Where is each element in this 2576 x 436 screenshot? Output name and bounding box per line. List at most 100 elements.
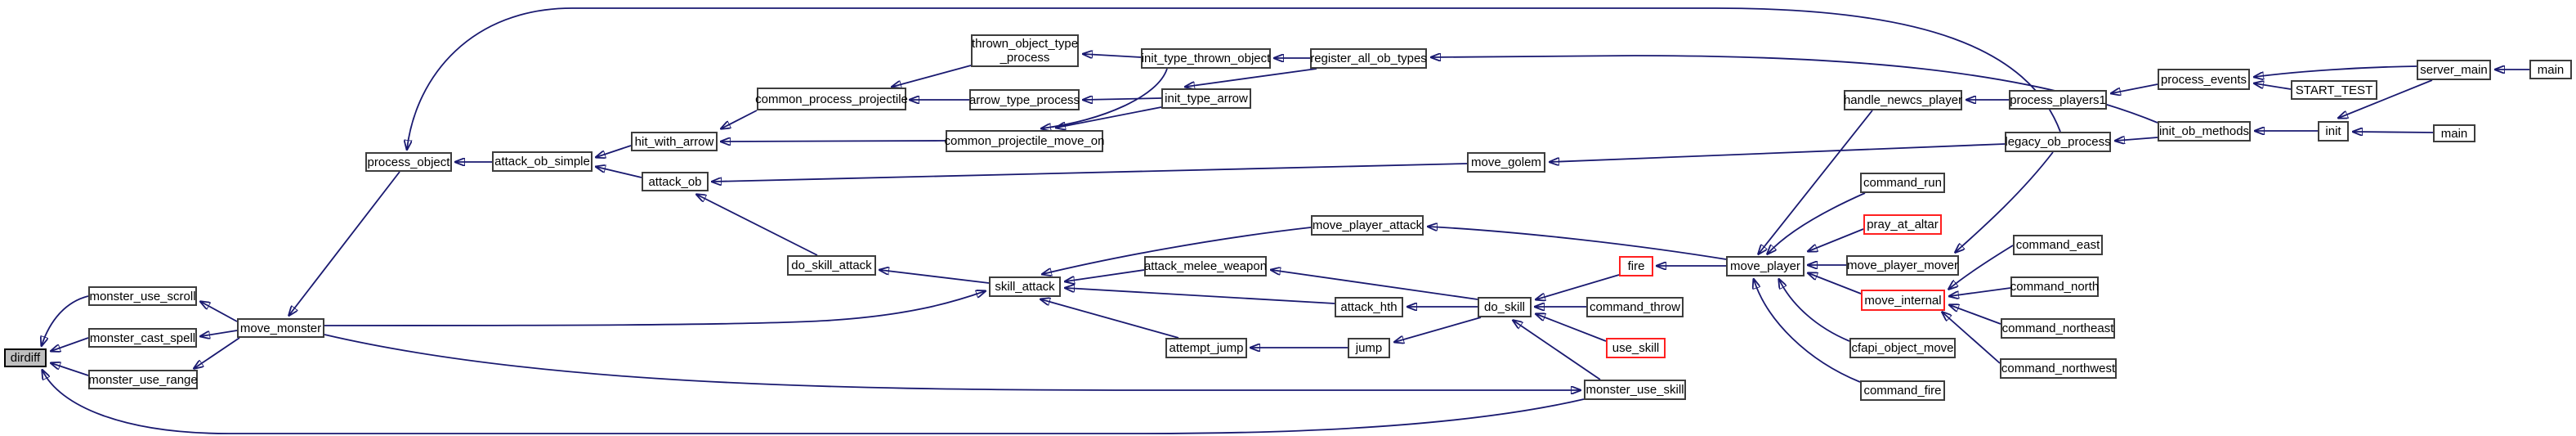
node-move_player_mover[interactable]: move_player_mover [1846,255,1959,276]
node-arrow_type_process[interactable]: arrow_type_process [969,89,1080,110]
edge-handle_newcs_player-move_player [1759,110,1873,254]
node-move_monster[interactable]: move_monster [237,318,324,338]
edge-process_object-move_monster [289,171,400,315]
node-command_throw[interactable]: command_throw [1586,297,1684,317]
node-hit_with_arrow[interactable]: hit_with_arrow [631,132,718,151]
edge-server_main-process_events [2255,65,2417,77]
node-init_ob_methods[interactable]: init_ob_methods [2158,121,2251,142]
edge-move_monster-monster_use_range [195,337,240,368]
node-START_TEST[interactable]: START_TEST [2291,80,2377,100]
node-common_process_projectile[interactable]: common_process_projectile [755,88,908,110]
edge-command_northwest-move_internal [1943,312,2001,364]
node-pray_at_altar[interactable]: pray_at_altar [1863,214,1942,235]
edge-common_projectile_move_on-hit_with_arrow [722,141,946,142]
node-do_skill[interactable]: do_skill [1478,297,1532,317]
edge-process_events-process_players1 [2112,83,2158,93]
edge-command_northeast-move_internal [1950,305,2001,325]
edge-move_monster-skill_attack [324,291,985,326]
node-server_main[interactable]: server_main [2417,60,2491,80]
edge-move_player_attack-skill_attack [1043,227,1312,274]
node-main-1[interactable]: main [2529,60,2572,79]
node-attempt_jump[interactable]: attempt_jump [1165,338,1247,358]
edge-command_fire-move_player [1754,280,1861,383]
node-command_north[interactable]: command_north [2010,276,2099,297]
edge-do_skill-jump [1395,317,1482,342]
edge-attack_ob-attack_ob_simple [597,167,642,178]
edge-init_ob_methods-legacy_ob_process [2116,137,2158,141]
edge-init_type_arrow-common_projectile_move_on [1057,106,1162,128]
edge-monster_use_scroll-dirdiff [42,295,89,345]
edge-command_east-move_internal [1949,245,2014,289]
node-legacy_ob_process[interactable]: legacy_ob_process [2005,132,2111,152]
edge-move_monster-monster_use_scroll [201,302,238,322]
node-move_player[interactable]: move_player [1726,256,1805,276]
edge-command_north-move_internal [1950,287,2011,296]
edge-common_process_projectile-hit_with_arrow [722,110,758,128]
node-move_player_attack[interactable]: move_player_attack [1311,215,1424,236]
edge-move_golem-attack_ob [713,163,1468,182]
node-jump[interactable]: jump [1348,338,1390,358]
node-init[interactable]: init [2318,121,2349,142]
node-command_fire[interactable]: command_fire [1860,380,1945,401]
node-monster_use_scroll[interactable]: monster_use_scroll [88,286,197,306]
edge-use_skill-do_skill [1536,314,1607,342]
node-command_run[interactable]: command_run [1860,173,1945,193]
node-init_type_thrown_object[interactable]: init_type_thrown_object [1141,48,1271,69]
edge-command_run-move_player [1768,192,1866,254]
edge-monster_use_skill-dirdiff [42,371,1585,434]
node-attack_melee_weapon[interactable]: attack_melee_weapon [1144,256,1267,276]
edge-init_type_thrown_object-thrown_object_type_process [1084,54,1142,57]
node-do_skill_attack[interactable]: do_skill_attack [787,255,876,276]
edge-attempt_jump-skill_attack [1041,299,1179,339]
node-dirdiff[interactable]: dirdiff [4,348,47,367]
node-register_all_ob_types[interactable]: register_all_ob_types [1310,48,1427,69]
edge-monster_cast_spell-dirdiff [51,337,89,351]
node-monster_use_skill[interactable]: monster_use_skill [1584,380,1686,400]
edge-fire-do_skill [1536,274,1620,299]
node-thrown_object_type_process[interactable]: thrown_object_type _process [971,34,1079,67]
edge-main_2-init [2354,132,2434,133]
node-use_skill[interactable]: use_skill [1606,338,1666,358]
edge-init_ob_methods-register_all_ob_types [1432,56,2158,124]
edge-register_all_ob_types-init_type_arrow [1186,68,1317,87]
edge-move_monster-monster_use_skill [324,334,1580,390]
node-common_projectile_move_on[interactable]: common_projectile_move_on [945,130,1104,152]
edge-do_skill-attack_melee_weapon [1272,270,1478,300]
node-process_events[interactable]: process_events [2158,69,2250,90]
node-process_players1[interactable]: process_players1 [2009,90,2107,110]
node-monster_cast_spell[interactable]: monster_cast_spell [88,328,197,348]
node-main-2[interactable]: main [2433,124,2475,142]
edge-do_skill_attack-attack_ob [697,195,818,256]
node-attack_hth[interactable]: attack_hth [1335,297,1403,317]
node-cfapi_object_move[interactable]: cfapi_object_move [1849,338,1956,358]
node-command_east[interactable]: command_east [2013,235,2103,255]
edge-legacy_ob_process-move_golem [1550,143,2006,162]
edge-attack_hth-skill_attack [1066,288,1335,304]
node-handle_newcs_player[interactable]: handle_newcs_player [1844,90,1962,110]
node-command_northwest[interactable]: command_northwest [2000,358,2117,379]
node-init_type_arrow[interactable]: init_type_arrow [1161,88,1251,109]
node-move_internal[interactable]: move_internal [1861,290,1945,311]
edge-monster_use_range-dirdiff [51,363,89,376]
edge-move_player-move_player_attack [1429,227,1727,260]
edge-legacy_ob_process-move_player_mover [1956,151,2054,252]
node-skill_attack[interactable]: skill_attack [989,276,1061,297]
edge-START_TEST-process_events [2255,83,2292,90]
edge-thrown_object_type_process-common_process_projectile [892,65,972,87]
node-fire[interactable]: fire [1619,256,1653,276]
node-monster_use_range[interactable]: monster_use_range [88,370,198,389]
edge-cfapi_object_move-move_player [1779,280,1850,342]
node-attack_ob[interactable]: attack_ob [642,172,709,191]
node-attack_ob_simple[interactable]: attack_ob_simple [492,151,593,172]
node-command_northeast[interactable]: command_northeast [2001,318,2115,339]
edge-attack_melee_weapon-skill_attack [1066,269,1145,281]
node-move_golem[interactable]: move_golem [1467,152,1545,173]
edge-move_internal-move_player [1809,273,1862,294]
node-process_object[interactable]: process_object [365,152,452,172]
edge-move_monster-monster_cast_spell [201,330,238,336]
edge-server_main-init [2339,79,2433,118]
edge-legacy_ob_process-process_object [407,7,2061,149]
edge-init_type_arrow-arrow_type_process [1084,98,1162,100]
